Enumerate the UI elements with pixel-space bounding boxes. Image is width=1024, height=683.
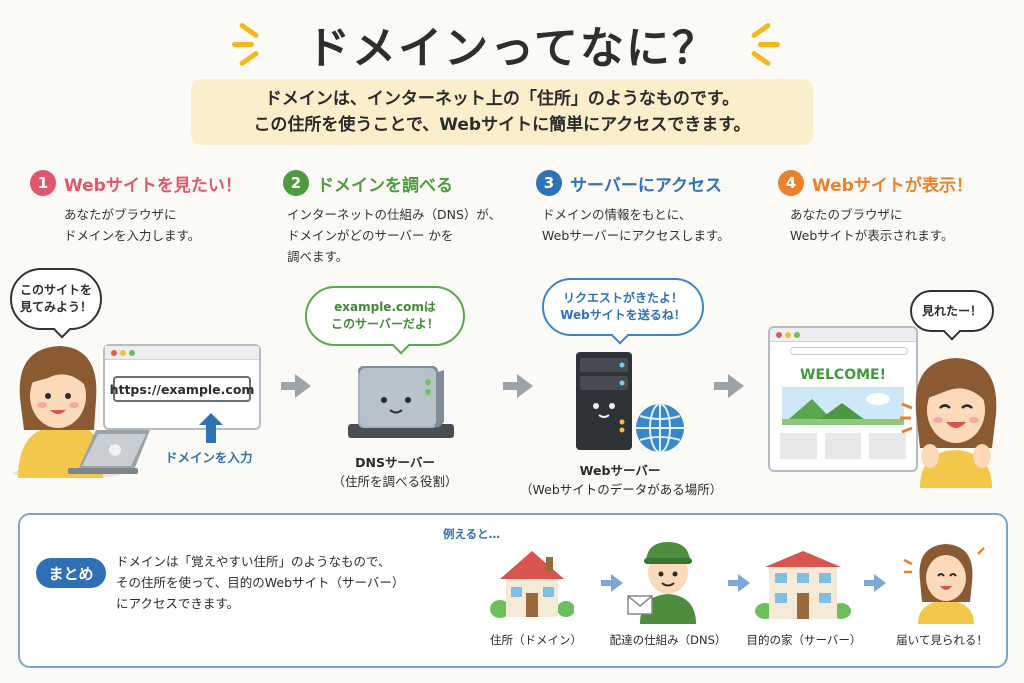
intro-line-2: この住所を使うことで、Webサイトに簡単にアクセスできます。 [253, 115, 751, 135]
flow-arrow-icon [503, 374, 533, 398]
summary-item-3: 目的の家（サーバー） [746, 633, 862, 647]
step-desc-2a: インターネットの仕組み（DNS）が、 [287, 207, 502, 222]
step-desc-3a: ドメインの情報をもとに、 [542, 207, 692, 222]
step-title-2: ドメインを調べる [317, 175, 453, 196]
dns-speech-bubble: example.comは このサーバーだよ！ [305, 286, 465, 355]
step-number-2: 2 [283, 170, 309, 196]
step-number-3: 3 [536, 170, 562, 196]
intro-box: ドメインは、インターネット上の「住所」のようなものです。 この住所を使うことで、… [191, 79, 813, 145]
user-speech-bubble: このサイトを 見てみよう！ [10, 268, 102, 339]
sparkle-icon [758, 42, 780, 47]
web-server-icon [576, 352, 684, 453]
step-desc-3b: Webサーバーにアクセスします。 [542, 228, 730, 243]
dns-caption-title: DNSサーバー [355, 455, 435, 470]
browser-window: https://example.com [103, 344, 261, 430]
step-title-1: Webサイトを見たい！ [64, 175, 242, 196]
step-4: 4 Webサイトが表示！ あなたのブラウザに Webサイトが表示されます。 [778, 170, 973, 246]
happy-person-icon [903, 544, 985, 624]
summary-item-4: 届いて見られる！ [896, 633, 988, 647]
summary-text-2: その住所を使って、目的のWebサイト（サーバー） [116, 575, 405, 590]
summary-arrow-icon [728, 574, 750, 592]
intro-line-1: ドメインは、インターネット上の「住所」のようなものです。 [264, 89, 740, 109]
step-1: 1 Webサイトを見たい！ あなたがブラウザに ドメインを入力します。 [30, 170, 242, 246]
step-number-4: 4 [778, 170, 804, 196]
arrow-up-icon [199, 413, 223, 443]
flow-arrow-icon [281, 374, 311, 398]
user-with-laptop-icon [13, 346, 150, 478]
user-bubble-line-2: 見てみよう！ [19, 300, 92, 314]
summary-badge: まとめ [36, 558, 106, 588]
landscape-image-icon [782, 387, 904, 425]
seen-bubble-text: 見れたー！ [921, 303, 982, 318]
user-bubble-line-1: このサイトを [19, 283, 92, 297]
step-2: 2 ドメインを調べる インターネットの仕組み（DNS）が、 ドメインがどのサーバ… [283, 170, 501, 267]
dns-caption: DNSサーバー （住所を調べる役割） [320, 453, 470, 491]
web-bubble-line-2: Webサイトを送るね！ [560, 308, 686, 322]
page-title: ドメインってなに？ [306, 23, 718, 74]
web-caption-sub: （Webサイトのデータがある場所） [520, 482, 723, 497]
step-3: 3 サーバーにアクセス ドメインの情報をもとに、 Webサーバーにアクセスします… [536, 170, 730, 246]
step-desc-2c: 調べます。 [287, 249, 349, 264]
happy-user-icon [900, 358, 997, 488]
web-speech-bubble: リクエストがきたよ！ Webサイトを送るね！ [542, 278, 704, 345]
web-caption-title: Webサーバー [579, 463, 661, 478]
step-title-3: サーバーにアクセス [570, 175, 722, 196]
seen-speech-bubble: 見れたー！ [910, 290, 994, 341]
example-label: 例えると… [443, 527, 501, 541]
step-desc-4a: あなたのブラウザに [790, 207, 903, 222]
step-title-4: Webサイトが表示！ [812, 175, 973, 196]
dns-server-icon [348, 366, 454, 438]
summary-text: ドメインは「覚えやすい住所」のようなもので、 その住所を使って、目的のWebサイ… [116, 551, 404, 614]
summary-item-1: 住所（ドメイン） [490, 633, 582, 647]
url-input[interactable]: https://example.com [110, 376, 254, 402]
input-caption: ドメインを入力 [165, 450, 253, 465]
house-icon [490, 551, 574, 618]
sparkle-icon [232, 42, 254, 47]
dns-bubble-line-2: このサーバーだよ！ [331, 317, 439, 331]
step-number-1: 1 [30, 170, 56, 196]
summary-item-2: 配達の仕組み（DNS） [609, 633, 727, 647]
summary-text-3: にアクセスできます。 [116, 596, 240, 611]
web-bubble-line-1: リクエストがきたよ！ [562, 291, 683, 305]
summary-arrow-icon [864, 574, 886, 592]
delivery-person-icon [627, 542, 696, 624]
step-desc-2b: ドメインがどのサーバー かを [287, 228, 454, 243]
web-caption: Webサーバー （Webサイトのデータがある場所） [520, 461, 723, 499]
summary-arrow-icon [601, 574, 623, 592]
result-browser-window: WELCOME! [768, 326, 918, 472]
flow-arrow-icon [714, 374, 744, 398]
dns-caption-sub: （住所を調べる役割） [332, 474, 458, 489]
summary-text-1: ドメインは「覚えやすい住所」のようなもので、 [116, 554, 391, 569]
step-desc-1a: あなたがブラウザに [64, 207, 177, 222]
destination-house-icon [755, 551, 851, 619]
step-desc-1b: ドメインを入力します。 [64, 228, 201, 243]
welcome-text: WELCOME! [800, 367, 886, 383]
step-desc-4b: Webサイトが表示されます。 [790, 228, 954, 243]
dns-bubble-line-1: example.comは [334, 300, 436, 314]
